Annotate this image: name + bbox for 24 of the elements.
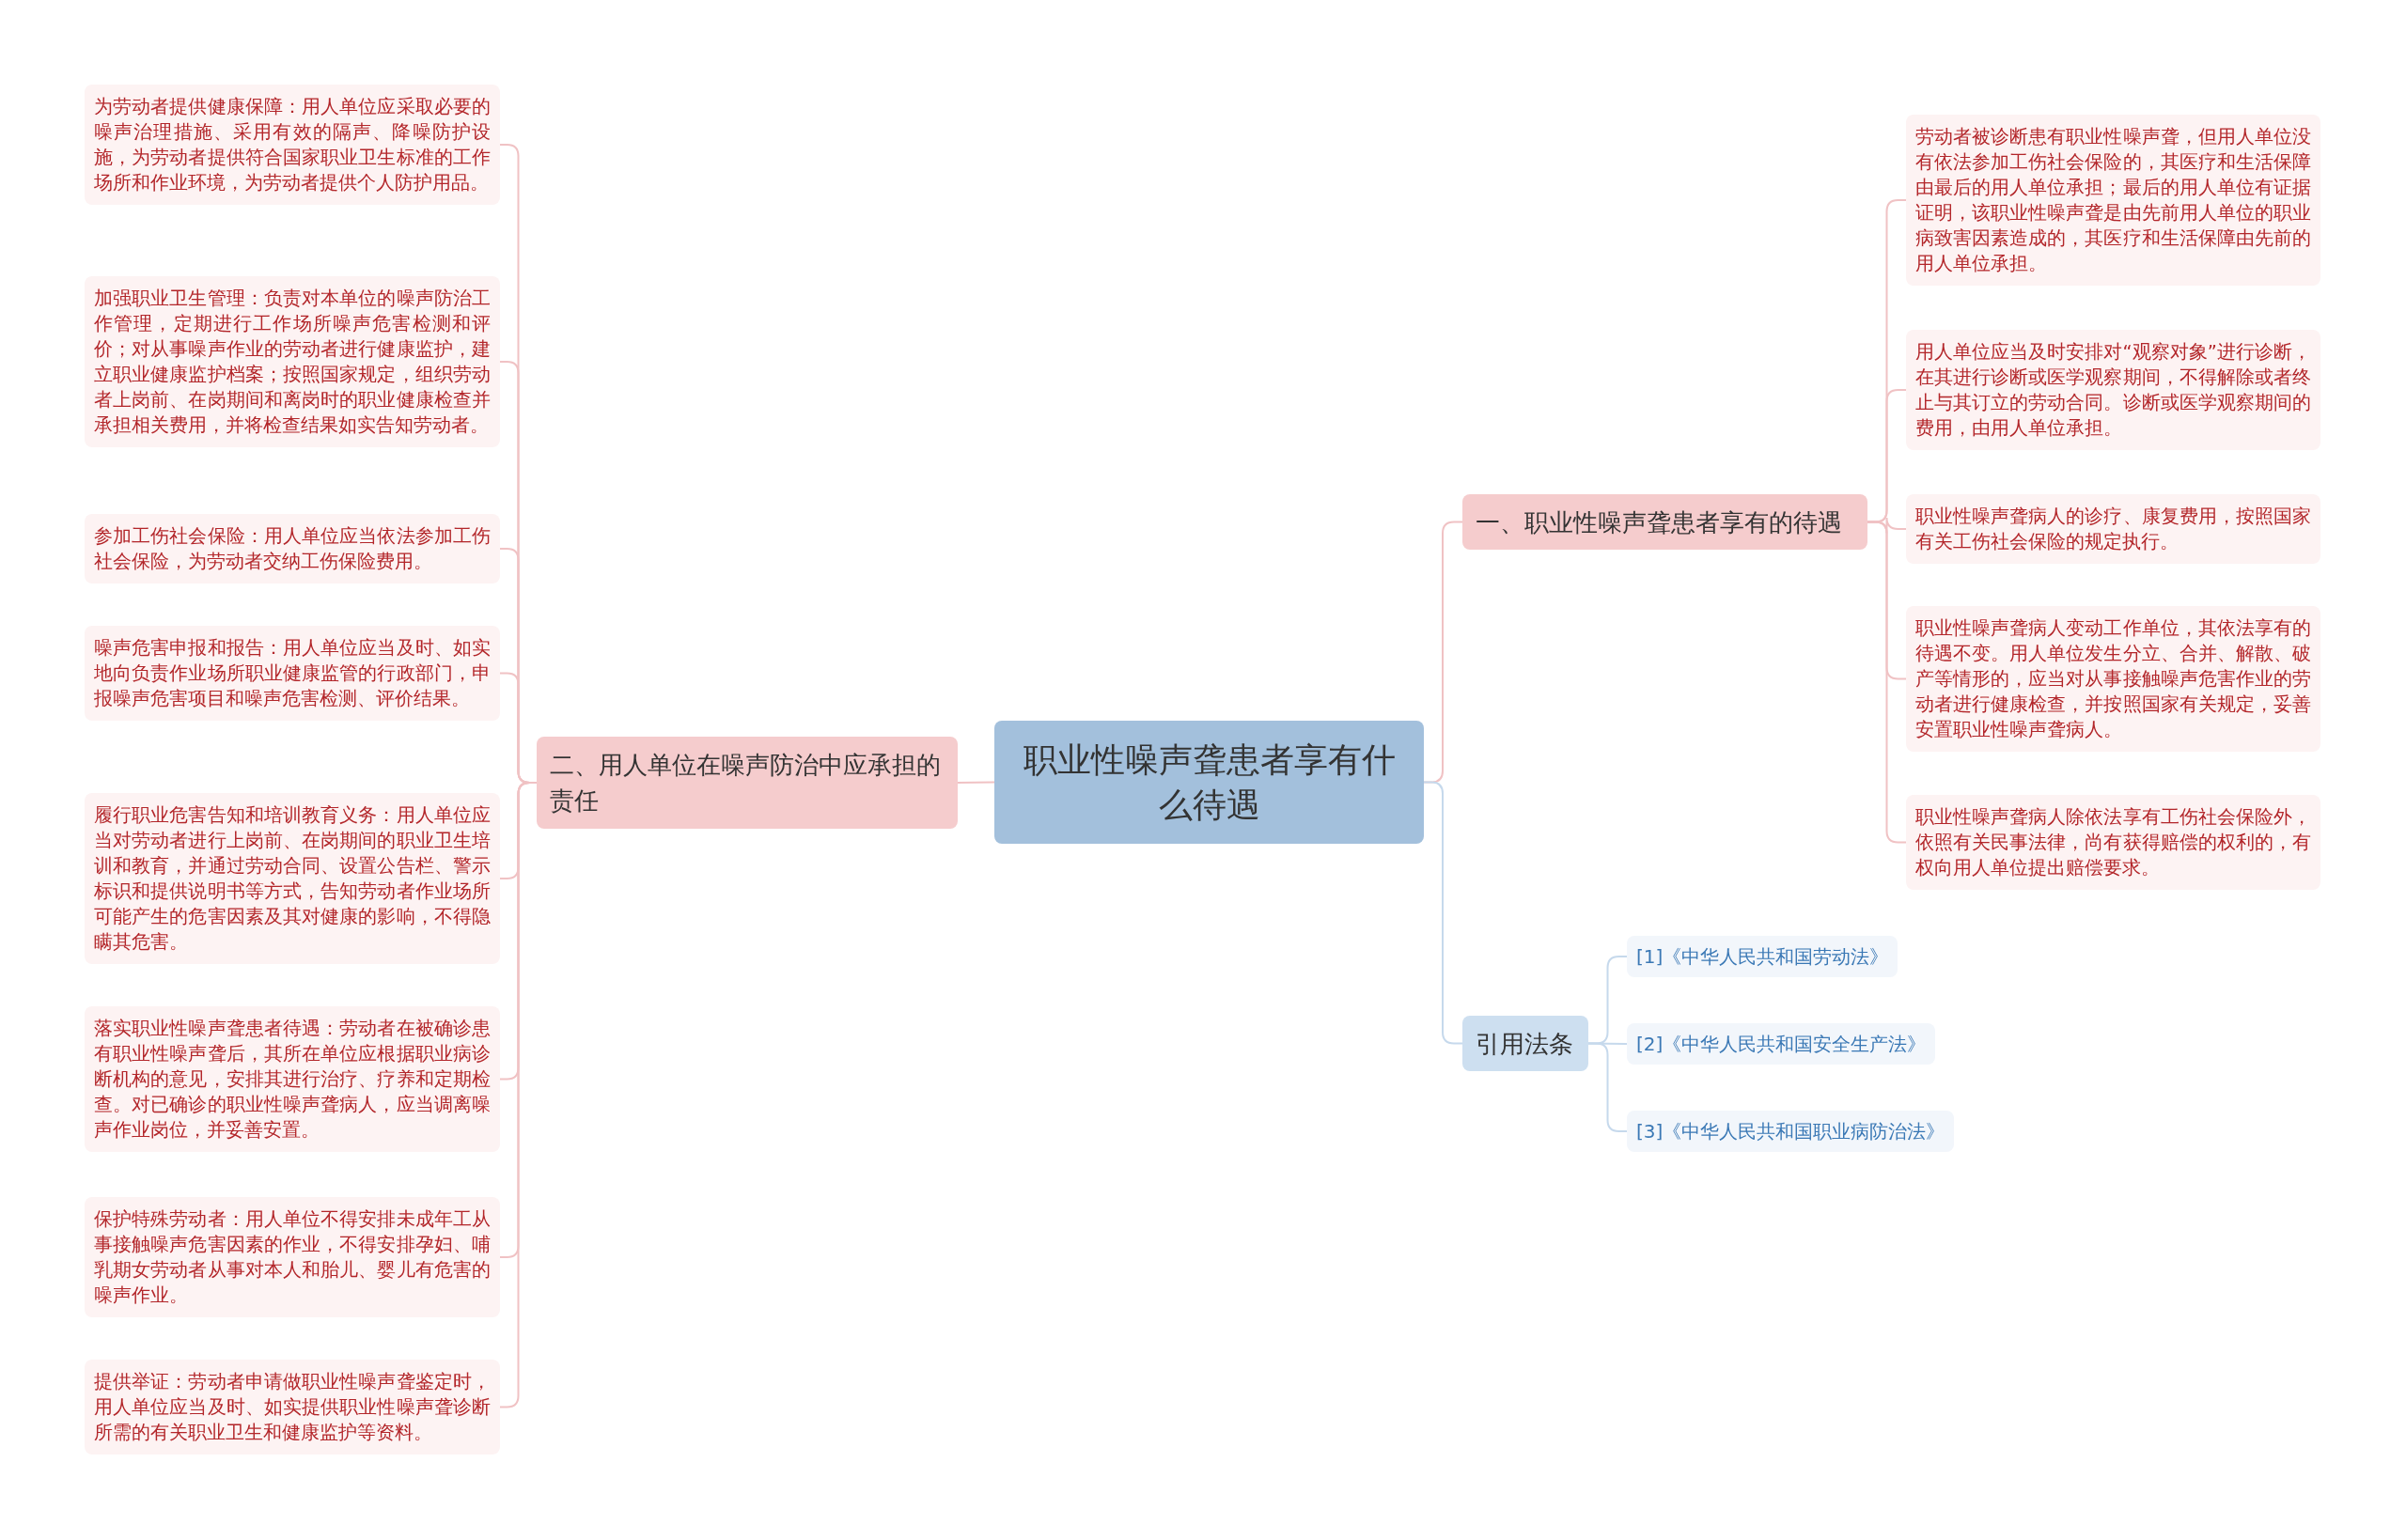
text-card: 职业性噪声聋病人除依法享有工伤社会保险外，依照有关民事法律，尚有获得赔偿的权利的，有权向用人单位提出赔偿要求。 bbox=[1906, 795, 2320, 890]
branch-topic-box: 引用法条 bbox=[1462, 1016, 1588, 1071]
text-card: 参加工伤社会保险：用人单位应当依法参加工伤社会保险，为劳动者交纳工伤保险费用。 bbox=[85, 514, 500, 583]
reference-card: [2]《中华人民共和国安全生产法》 bbox=[1627, 1023, 1936, 1065]
branch-topic-box: 二、用人单位在噪声防治中应承担的责任 bbox=[537, 737, 958, 829]
reference-card: [3]《中华人民共和国职业病防治法》 bbox=[1627, 1111, 1955, 1152]
central-topic-box: 职业性噪声聋患者享有什么待遇 bbox=[994, 721, 1424, 844]
text-card: 用人单位应当及时安排对“观察对象”进行诊断，在其进行诊断或医学观察期间，不得解除或者终止与其订立的劳动合同。诊断或医学观察期间的费用，由用人单位承担。 bbox=[1906, 330, 2320, 450]
text-card: 加强职业卫生管理：负责对本单位的噪声防治工作管理，定期进行工作场所噪声危害检测和评价；对从事噪声作业的劳动者进行健康监护，建立职业健康监护档案；按照国家规定，组织劳动者上岗前、在岗期间和离岗时的职业健康检查并承担相关费用，并将检查结果如实告知劳动者。 bbox=[85, 276, 500, 447]
text-card: 噪声危害申报和报告：用人单位应当及时、如实地向负责作业场所职业健康监管的行政部门，申报噪声危害项目和噪声危害检测、评价结果。 bbox=[85, 626, 500, 721]
text-card: 职业性噪声聋病人变动工作单位，其依法享有的待遇不变。用人单位发生分立、合并、解散、破产等情形的，应当对从事接触噪声危害作业的劳动者进行健康检查，并按照国家有关规定，妥善安置职业性噪声聋病人。 bbox=[1906, 606, 2320, 752]
connector-line bbox=[1867, 521, 1907, 844]
text-card: 为劳动者提供健康保障：用人单位应采取必要的噪声治理措施、采用有效的隔声、降噪防护设施，为劳动者提供符合国家职业卫生标准的工作场所和作业环境，为劳动者提供个人防护用品。 bbox=[85, 85, 500, 205]
text-card: 履行职业危害告知和培训教育义务：用人单位应当对劳动者进行上岗前、在岗期间的职业卫生培训和教育，并通过劳动合同、设置公告栏、警示标识和提供说明书等方式，告知劳动者作业场所可能产生的危害因素及其对健康的影响，不得隐瞒其危害。 bbox=[85, 793, 500, 964]
connector-line bbox=[957, 781, 995, 784]
text-card: 职业性噪声聋病人的诊疗、康复费用，按照国家有关工伤社会保险的规定执行。 bbox=[1906, 494, 2320, 564]
text-card: 保护特殊劳动者：用人单位不得安排未成年工从事接触噪声危害因素的作业，不得安排孕妇、哺乳期女劳动者从事对本人和胎儿、婴儿有危害的噪声作业。 bbox=[85, 1197, 500, 1317]
connector-line bbox=[1423, 781, 1463, 1045]
reference-card: [1]《中华人民共和国劳动法》 bbox=[1627, 936, 1898, 977]
text-card: 提供举证：劳动者申请做职业性噪声聋鉴定时，用人单位应当及时、如实提供职业性噪声聋诊断所需的有关职业卫生和健康监护等资料。 bbox=[85, 1360, 500, 1454]
text-card: 劳动者被诊断患有职业性噪声聋，但用人单位没有依法参加工伤社会保险的，其医疗和生活保障由最后的用人单位承担；最后的用人单位有证据证明，该职业性噪声聋是由先前用人单位的职业病致害因素造成的，其医疗和生活保障由先前的用人单位承担。 bbox=[1906, 115, 2320, 286]
branch-topic-box: 一、职业性噪声聋患者享有的待遇 bbox=[1462, 494, 1867, 550]
text-card: 落实职业性噪声聋患者待遇：劳动者在被确诊患有职业性噪声聋后，其所在单位应根据职业病诊断机构的意见，安排其进行治疗、疗养和定期检查。对已确诊的职业性噪声聋病人，应当调离噪声作业岗位，并妥善安置。 bbox=[85, 1006, 500, 1152]
connector-line bbox=[1587, 1042, 1628, 1132]
